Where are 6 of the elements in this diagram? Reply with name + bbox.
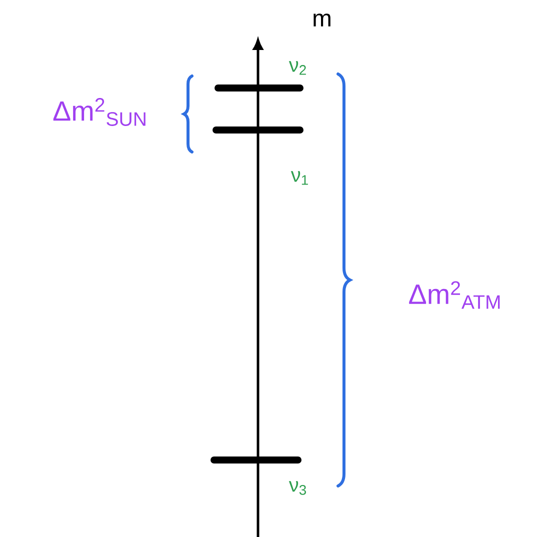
- axis-label: m: [314, 14, 330, 26]
- axis-label: ν$_{1}$: [290, 171, 308, 185]
- axis-label: ν$_{2}$: [288, 61, 306, 75]
- axis-label: Δm$^{2}$ATM: [409, 281, 500, 309]
- axis-label: ν$_{3}$: [288, 481, 306, 495]
- axis-label: Δm$^{2}$SUN: [53, 98, 146, 126]
